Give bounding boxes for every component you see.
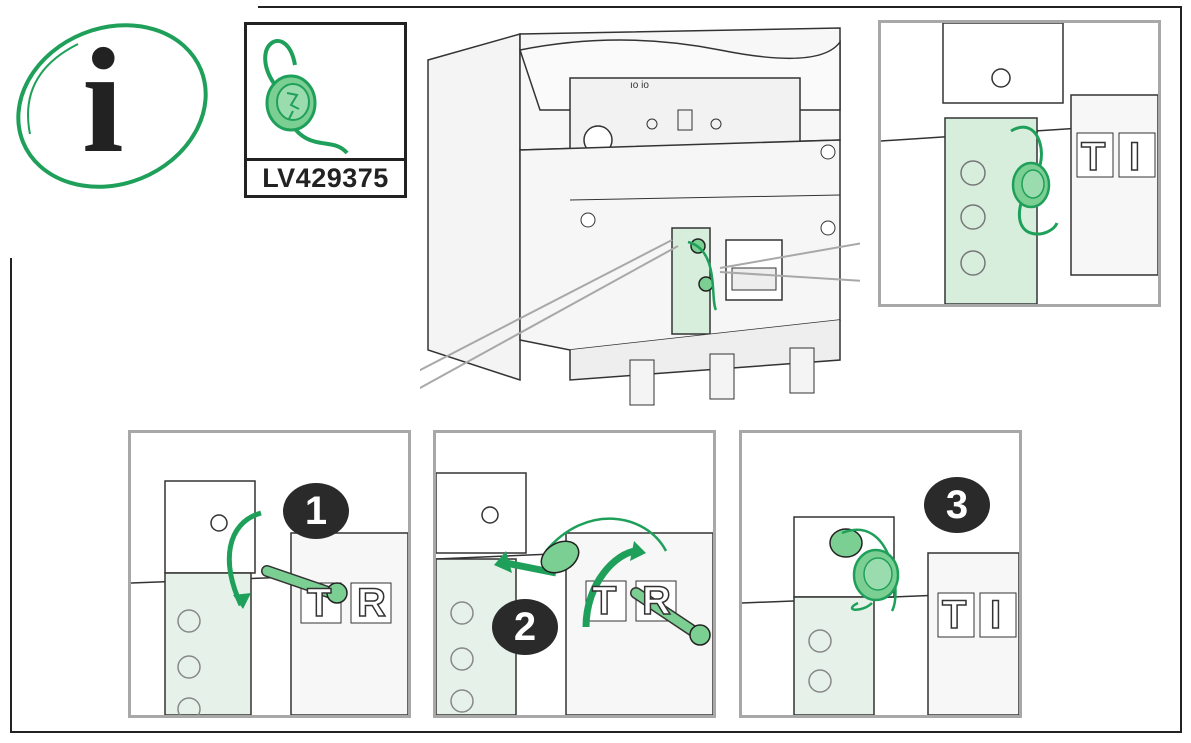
step-3-letter-1: T [941, 592, 967, 638]
step-2-badge: 2 [492, 599, 558, 655]
frame-right-line [1180, 6, 1182, 733]
part-reference-box: LV429375 [244, 22, 407, 198]
step-3-badge: 3 [924, 477, 990, 533]
step-2-letter-2: R [641, 578, 671, 624]
step-3-letter-2: I [989, 592, 1002, 638]
frame-bottom-line [10, 731, 1182, 733]
step-2-panel: T R 2 [433, 430, 716, 718]
step-2-letter-1: T [591, 578, 617, 624]
circuit-breaker-illustration: ıo io [420, 27, 860, 406]
detail-zoom-panel: T I [878, 20, 1161, 307]
lead-seal-icon [263, 39, 349, 155]
top-marks: ıo io [630, 80, 649, 91]
part-code: LV429375 [247, 158, 404, 195]
step-1-letter-1: T [306, 580, 332, 626]
detail-letter-2: I [1128, 134, 1141, 180]
step-1-panel: T R 1 [128, 430, 411, 718]
step-1-letter-2: R [356, 580, 386, 626]
frame-top-line [258, 6, 1182, 8]
frame-left-line [10, 258, 12, 733]
step-3-panel: T I 3 [739, 430, 1022, 718]
info-icon: i [8, 14, 213, 194]
info-glyph: i [82, 18, 124, 184]
step-1-badge: 1 [283, 483, 349, 539]
detail-letter-1: T [1080, 134, 1106, 180]
